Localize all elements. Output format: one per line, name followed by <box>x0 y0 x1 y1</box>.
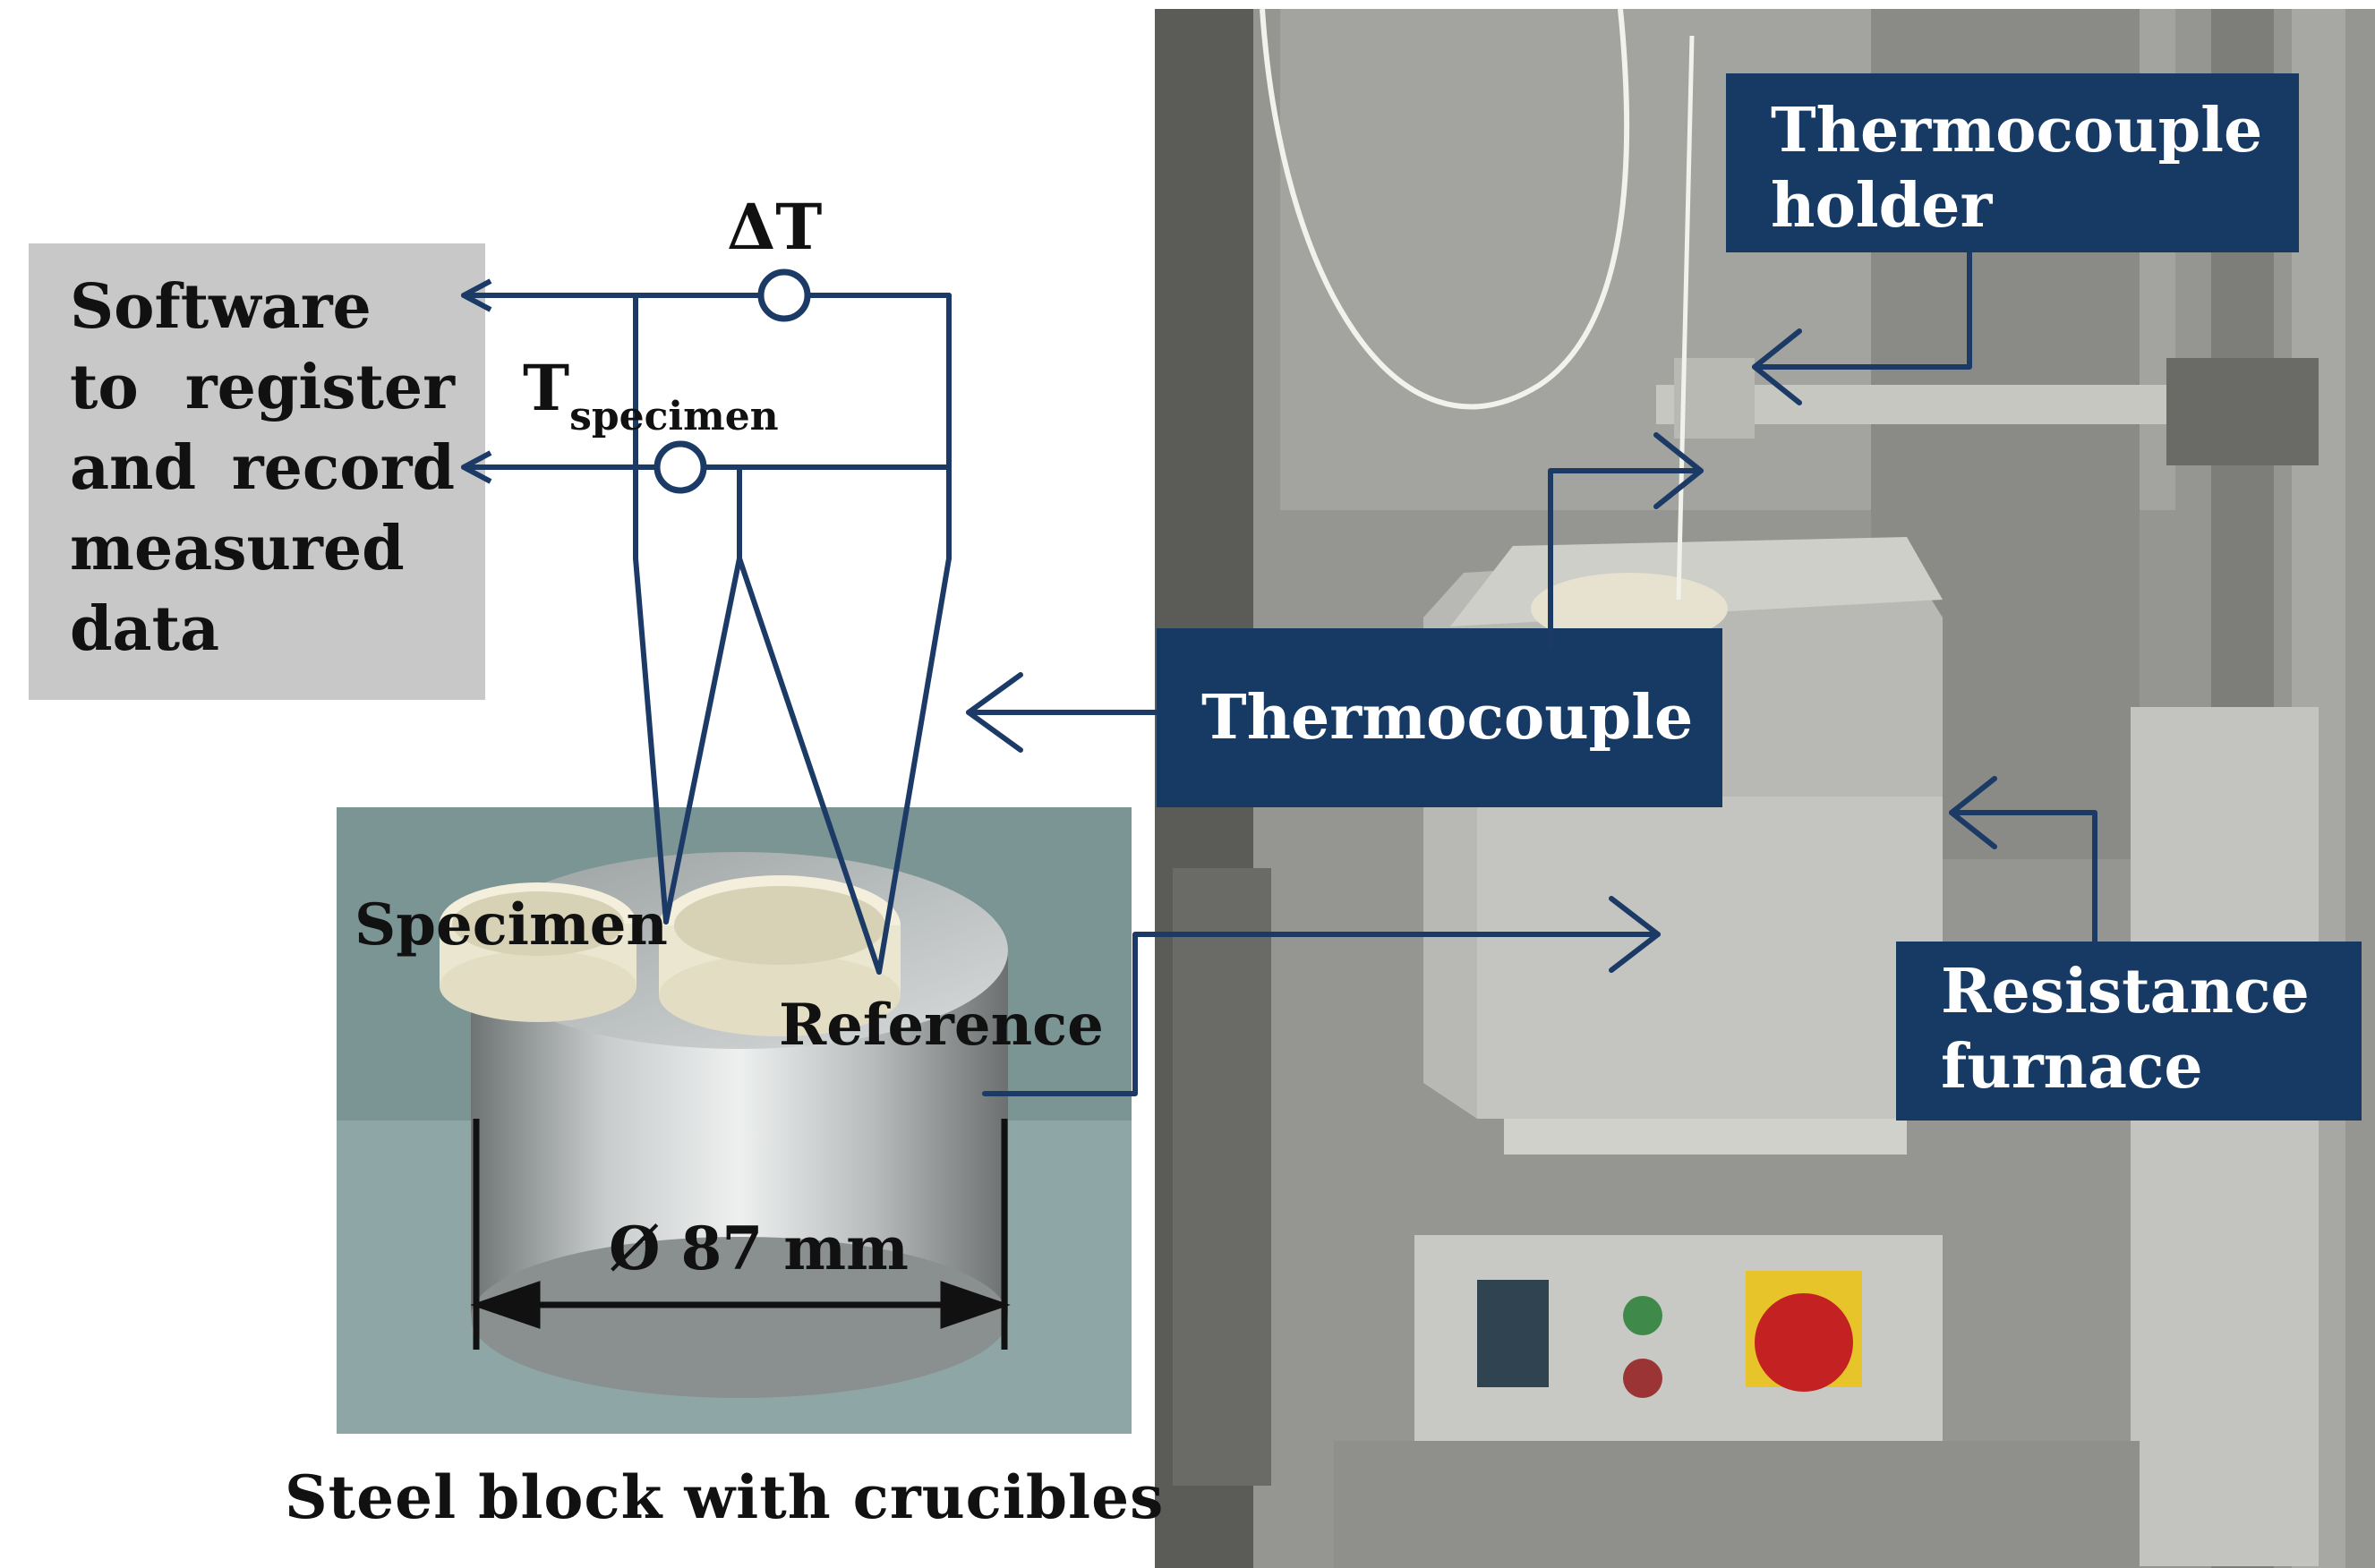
wire-reference-right <box>876 556 952 975</box>
wire-specimen-left <box>633 556 669 925</box>
software-box-text: Software to register and record measured… <box>70 271 455 665</box>
t-specimen-subscript: specimen <box>569 394 779 439</box>
arrow-to-software-top <box>461 278 492 312</box>
holder-leader <box>1752 250 1972 370</box>
wire-specimen-right <box>663 556 742 925</box>
label-thermocouple-text: Thermocouple <box>1201 682 1694 754</box>
furnace-photo <box>1155 9 2375 1568</box>
label-thermocouple-holder-text: Thermocouple holder <box>1771 95 2263 242</box>
t-specimen-main: T <box>523 351 570 425</box>
t-specimen-node <box>654 440 707 494</box>
wire-reference-left <box>737 556 882 975</box>
label-resistance-furnace: Resistance furnace <box>1896 942 2362 1121</box>
delta-t-node <box>757 268 811 322</box>
t-specimen-label: Tspecimen <box>523 351 779 439</box>
diameter-arrow-left <box>470 1281 541 1329</box>
steel-block-photo <box>337 807 1132 1434</box>
diameter-label: Ø 87 mm <box>609 1214 909 1283</box>
furnace-side-leader <box>1949 810 2097 944</box>
thermocouple-arrowhead <box>966 672 1023 753</box>
steel-block-caption: Steel block with crucibles <box>285 1462 1165 1532</box>
delta-t-label: ΔT <box>727 190 823 264</box>
furnace-arrowhead <box>1609 896 1661 973</box>
specimen-label: Specimen <box>355 891 668 959</box>
thermocouple-up-leader <box>1548 468 1704 647</box>
software-box <box>29 243 485 700</box>
thermocouple-up-arrowhead <box>1653 432 1704 509</box>
furnace-side-arrowhead <box>1949 776 1997 849</box>
block-to-furnace-leader <box>982 932 1661 1096</box>
diameter-arrow-right <box>940 1281 1011 1329</box>
steel-block-illustration <box>337 807 1132 1434</box>
furnace-illustration <box>1155 9 2375 1568</box>
label-thermocouple: Thermocouple <box>1157 628 1722 807</box>
label-resistance-furnace-text: Resistance furnace <box>1941 956 2310 1103</box>
reference-label: Reference <box>779 992 1104 1059</box>
arrow-to-software-bottom <box>461 450 492 484</box>
holder-arrowhead <box>1752 328 1802 405</box>
label-thermocouple-holder: Thermocouple holder <box>1726 73 2299 252</box>
